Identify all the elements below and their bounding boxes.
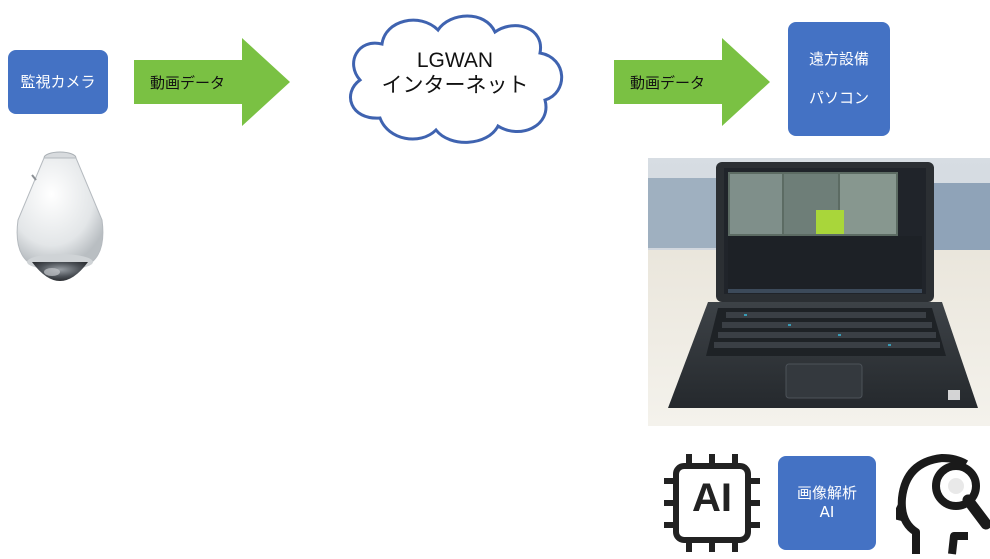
remote-pc-box: 遠方設備 パソコン (788, 22, 890, 136)
ai-chip-icon: AI (664, 454, 760, 556)
ai-box-line2: AI (819, 503, 835, 521)
arrow-right-label: 動画データ (630, 74, 706, 92)
camera-box: 監視カメラ (8, 50, 108, 114)
cloud-label: LGWAN インターネット (350, 48, 560, 98)
lgwan-cloud (340, 8, 570, 154)
head-magnifier-icon (892, 452, 990, 559)
arrow-left-label: 動画データ (150, 74, 226, 92)
data-flow-arrow-right (614, 38, 770, 126)
camera-box-label: 監視カメラ (20, 72, 96, 91)
remote-pc-line2: パソコン (808, 89, 869, 107)
image-analysis-ai-box: 画像解析 AI (778, 456, 876, 550)
laptop-photo (648, 158, 990, 430)
cloud-line1: LGWAN (416, 49, 494, 72)
ai-chip-text: AI (692, 476, 732, 520)
remote-pc-line1: 遠方設備 (808, 50, 869, 69)
data-flow-arrow-left (134, 38, 290, 126)
dome-camera-image (2, 150, 114, 304)
cloud-shape (349, 14, 564, 144)
cloud-line2: インターネット (381, 74, 529, 98)
ai-box-line1: 画像解析 (796, 484, 857, 503)
